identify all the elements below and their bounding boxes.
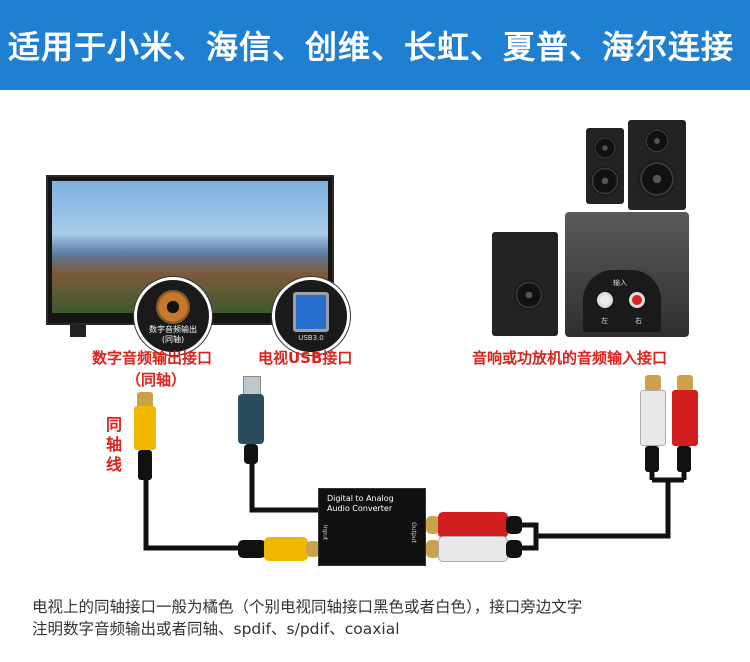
tweeter-icon [644, 128, 670, 154]
coax-port-caption-line2: (同轴) [161, 335, 185, 344]
coax-output-note: （同轴） [126, 371, 187, 389]
right-input-jack-icon [629, 292, 645, 308]
coax-plug-tip-icon [137, 392, 153, 408]
converter-label: Digital to Analog Audio Converter [327, 494, 394, 514]
usb-plug-strain-icon [244, 444, 258, 464]
white-plug-tip-icon [426, 540, 440, 558]
coax-port-caption: 数字音频输出 (同轴) [137, 325, 209, 345]
right-label: 右 [635, 317, 642, 325]
coax-plug-body-icon [134, 406, 156, 450]
coax-cable-wire [143, 478, 238, 551]
left-input-jack-icon [597, 292, 613, 308]
converter-label-line1: Digital to Analog [327, 494, 394, 503]
left-label: 左 [601, 317, 608, 325]
satellite-driver-icon [514, 280, 544, 310]
tv-leg-left [70, 325, 86, 337]
usb-cable-wire [249, 462, 322, 513]
coax-jack-icon [156, 290, 190, 324]
coax-port-caption-line1: 数字音频输出 [149, 325, 197, 334]
coax-output-label: 数字音频输出接口 [92, 349, 213, 367]
bottom-note-line1: 电视上的同轴接口一般为橘色（个别电视同轴接口黑色或者白色），接口旁边文字 [32, 598, 583, 616]
input-label: 输入 [613, 279, 627, 287]
white-plug-body-icon [438, 536, 508, 562]
coax-cable-label: 同轴线 [106, 415, 123, 474]
white-rca-tip-icon [645, 375, 661, 391]
woofer-icon [590, 166, 620, 196]
red-plug-strain-icon [506, 516, 522, 534]
converter-input-label: Input [321, 524, 329, 541]
coax-plug-strain-icon [138, 450, 152, 480]
white-rca-strain-icon [645, 446, 659, 472]
dac-converter: Digital to Analog Audio Converter Input … [318, 488, 426, 566]
speaker-right [628, 120, 686, 210]
usb-plug-body-icon [238, 394, 264, 444]
header-banner: 适用于小米、海信、创维、长虹、夏普、海尔连接 [0, 0, 750, 90]
coax-plug-h-strain-icon [238, 540, 266, 558]
usb-port-callout: USB3.0 [272, 277, 350, 355]
red-plug-tip-icon [426, 516, 440, 534]
subwoofer: 输入 左 右 [565, 212, 689, 337]
coax-port-callout: 数字音频输出 (同轴) [134, 277, 212, 355]
tv-usb-label: 电视USB接口 [258, 349, 353, 367]
white-rca-body-icon [640, 390, 666, 446]
white-plug-strain-icon [506, 540, 522, 558]
banner-title: 适用于小米、海信、创维、长虹、夏普、海尔连接 [8, 28, 735, 66]
converter-output-label: Output [409, 522, 417, 543]
subwoofer-input-panel: 输入 左 右 [583, 270, 661, 332]
woofer-icon [638, 160, 676, 198]
converter-label-line2: Audio Converter [327, 504, 393, 513]
usb-port-caption: USB3.0 [298, 334, 324, 342]
amp-input-label: 音响或功放机的音频输入接口 [472, 349, 668, 367]
red-rca-strain-icon [677, 446, 691, 472]
red-rca-tip-icon [677, 375, 693, 391]
coax-plug-h-body-icon [264, 537, 308, 561]
coax-plug-h-tip-icon [306, 541, 320, 557]
satellite-speaker [492, 232, 558, 336]
rca-cable-wire [520, 477, 684, 551]
red-rca-body-icon [672, 390, 698, 446]
red-plug-body-icon [438, 512, 508, 538]
tweeter-icon [593, 136, 617, 160]
usb-port-icon [293, 292, 329, 332]
bottom-note-line2: 注明数字音频输出或者同轴、spdif、s/pdif、coaxial [32, 620, 400, 638]
speaker-left [586, 128, 624, 204]
bottom-note: 电视上的同轴接口一般为橘色（个别电视同轴接口黑色或者白色），接口旁边文字 注明数… [32, 596, 732, 640]
